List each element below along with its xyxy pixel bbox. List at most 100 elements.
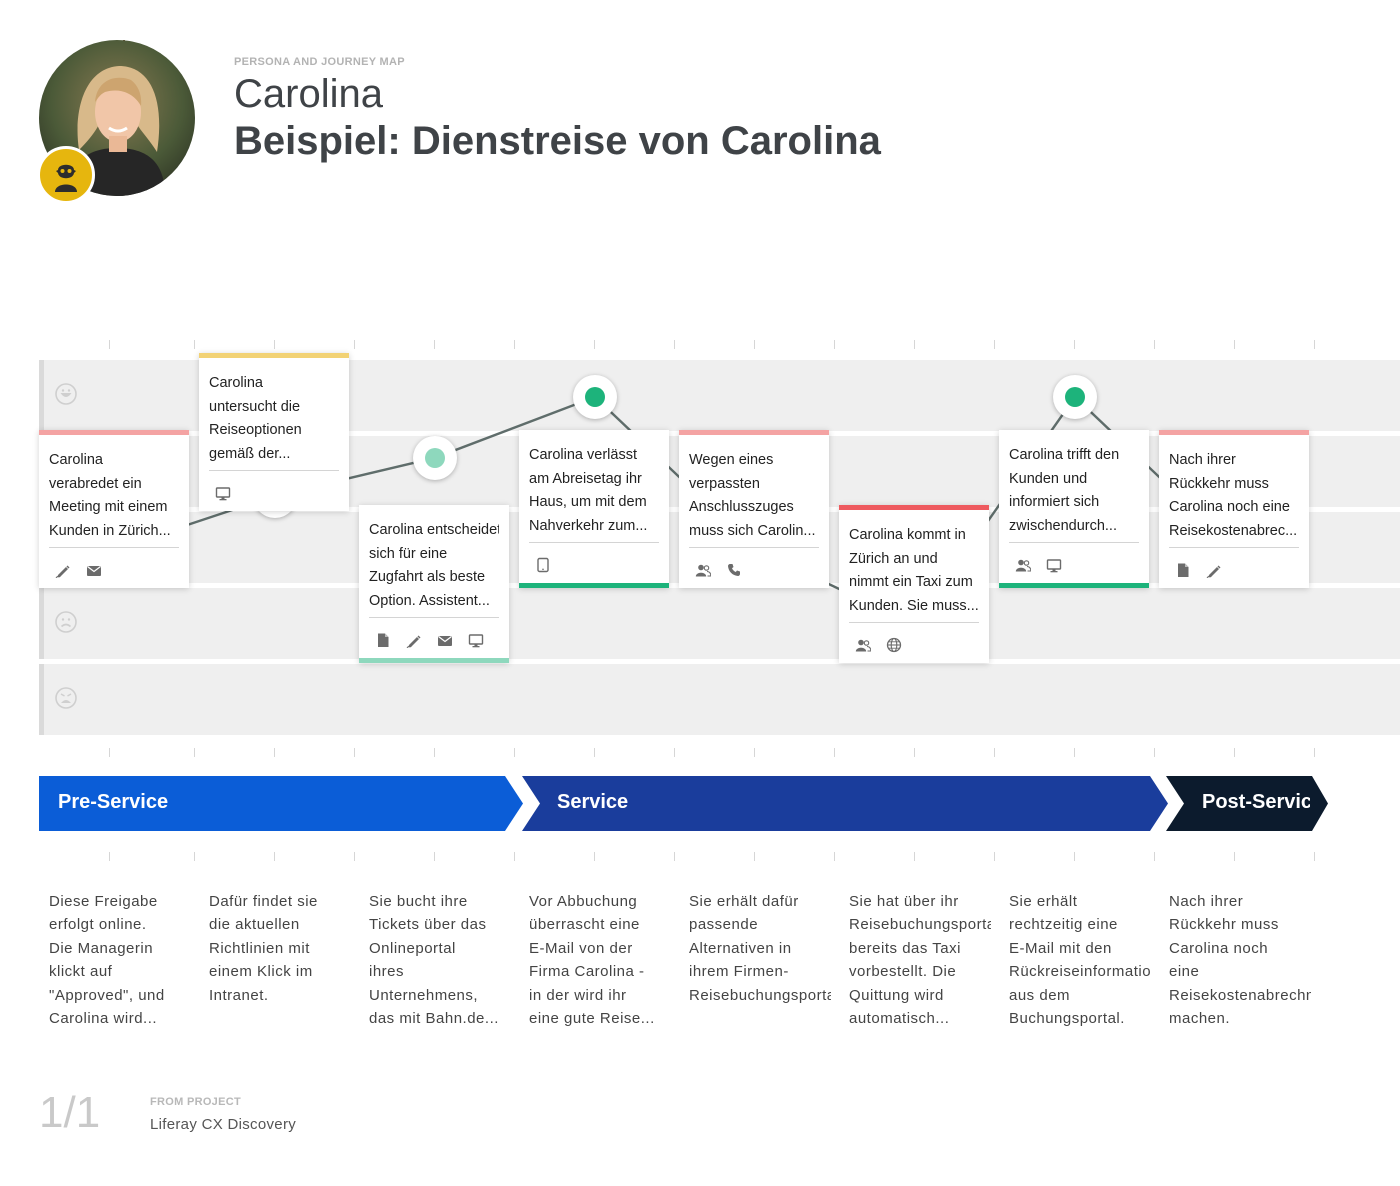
column-tick [674, 748, 675, 757]
emotion-band-very-sad [39, 664, 1400, 735]
phase-label: Service [557, 791, 629, 813]
step-description-line: automatisch... [849, 1010, 950, 1028]
column-tick [1074, 852, 1075, 861]
column-tick [834, 748, 835, 757]
step-description-line: Carolina noch [1169, 939, 1269, 957]
column-tick [194, 748, 195, 757]
step-description-line: Sie hat über ihr [849, 893, 959, 910]
tablet-icon [535, 557, 551, 573]
monitor-icon [215, 485, 231, 501]
column-tick [1314, 340, 1315, 349]
column-tick [994, 748, 995, 757]
step-description-line: Quittung wird [849, 986, 944, 1004]
channel-icons [209, 471, 339, 501]
phase-arrow-shape [39, 776, 523, 831]
step-description-line: Reisekostenabrechnung [1169, 986, 1311, 1004]
column-tick [594, 748, 595, 757]
mail-icon [86, 562, 102, 578]
journey-step-text-line: Nach ihrer [1169, 452, 1236, 468]
journey-step-text-line: Rückkehr muss [1169, 475, 1269, 492]
column-tick [354, 748, 355, 757]
phase-post-service[interactable]: Post-Service [1166, 776, 1330, 831]
column-tick [994, 340, 995, 349]
column-tick [354, 852, 355, 861]
step-description-line: ihres [369, 963, 405, 981]
emotion-marker[interactable] [413, 435, 457, 480]
journey-step-text-line: Carolina kommt in [849, 527, 966, 543]
step-description-line: Reisebuchungsportal [689, 986, 831, 1004]
globe-icon [886, 637, 902, 653]
journey-step-text-line: Reisekostenabrec... [1169, 522, 1298, 539]
step-description-line: rechtzeitig eine [1009, 916, 1118, 934]
step-description-line: Intranet. [209, 986, 269, 1004]
journey-step-text-line: Zürich an und [849, 550, 938, 567]
emotion-dot [425, 447, 445, 468]
phase-pre-service[interactable]: Pre-Service [39, 776, 525, 831]
emotion-marker[interactable] [1053, 375, 1097, 419]
journey-step-text-line: Kunden in Zürich... [49, 522, 171, 539]
journey-step-text-line: Carolina [209, 375, 263, 391]
column-tick [594, 852, 595, 861]
journey-step-text-line: Haus, um mit dem [529, 494, 647, 510]
column-tick [194, 340, 195, 349]
step-description-line: Buchungsportal. [1009, 1010, 1125, 1028]
emotion-dot [1065, 387, 1085, 407]
emotion-band-low [39, 588, 1400, 659]
column-tick [434, 340, 435, 349]
step-description-line: bereits das Taxi [849, 939, 961, 957]
column-tick [274, 852, 275, 861]
step-description-line: Richtlinien mit [209, 939, 310, 957]
journey-step-text-line: informiert sich [1009, 494, 1100, 510]
phase-service[interactable]: Service [522, 776, 1170, 831]
step-description-line: Firma Carolina - [529, 963, 645, 981]
journey-step-text-line: Anschlusszuges [689, 499, 794, 515]
very-sad-face-icon [55, 687, 77, 709]
step-description-line: Die Managerin [49, 939, 154, 957]
journey-step-text-line: am Abreisetag ihr [529, 470, 642, 487]
column-tick [274, 748, 275, 757]
step-description-line: Unternehmens, [369, 986, 479, 1004]
phase-arrow-shape [1166, 776, 1328, 831]
step-description-line: Alternativen in [689, 939, 792, 957]
very-happy-face-icon [55, 383, 77, 405]
users-icon [1015, 557, 1031, 573]
step-description-line: machen. [1169, 1010, 1231, 1028]
column-tick [109, 340, 110, 349]
journey-step-text-line: sich für eine [369, 545, 448, 562]
step-description-line: Diese Freigabe [49, 893, 158, 910]
phase-arrow-shape [522, 776, 1168, 831]
column-tick [354, 340, 355, 349]
column-tick [914, 748, 915, 757]
step-description-line: aus dem [1009, 986, 1071, 1004]
document-icon [375, 632, 391, 648]
persona-icon [55, 164, 77, 192]
column-tick [109, 852, 110, 861]
column-tick [754, 748, 755, 757]
step-description-line: eine gute Reise... [529, 1010, 655, 1028]
channel-icons [369, 618, 499, 648]
step-description-line: Vor Abbuchung [529, 893, 638, 910]
journey-step-text-line: Meeting mit einem [49, 499, 168, 515]
journey-step-text-line: Zugfahrt als beste [369, 569, 486, 585]
step-description-line: Carolina wird... [49, 1010, 158, 1028]
emotion-marker[interactable] [573, 375, 617, 419]
journey-step-text-line: Carolina verlässt [529, 447, 637, 463]
step-description-line: einem Klick im [209, 963, 313, 981]
project-name[interactable]: Liferay CX Discovery [150, 1116, 297, 1133]
